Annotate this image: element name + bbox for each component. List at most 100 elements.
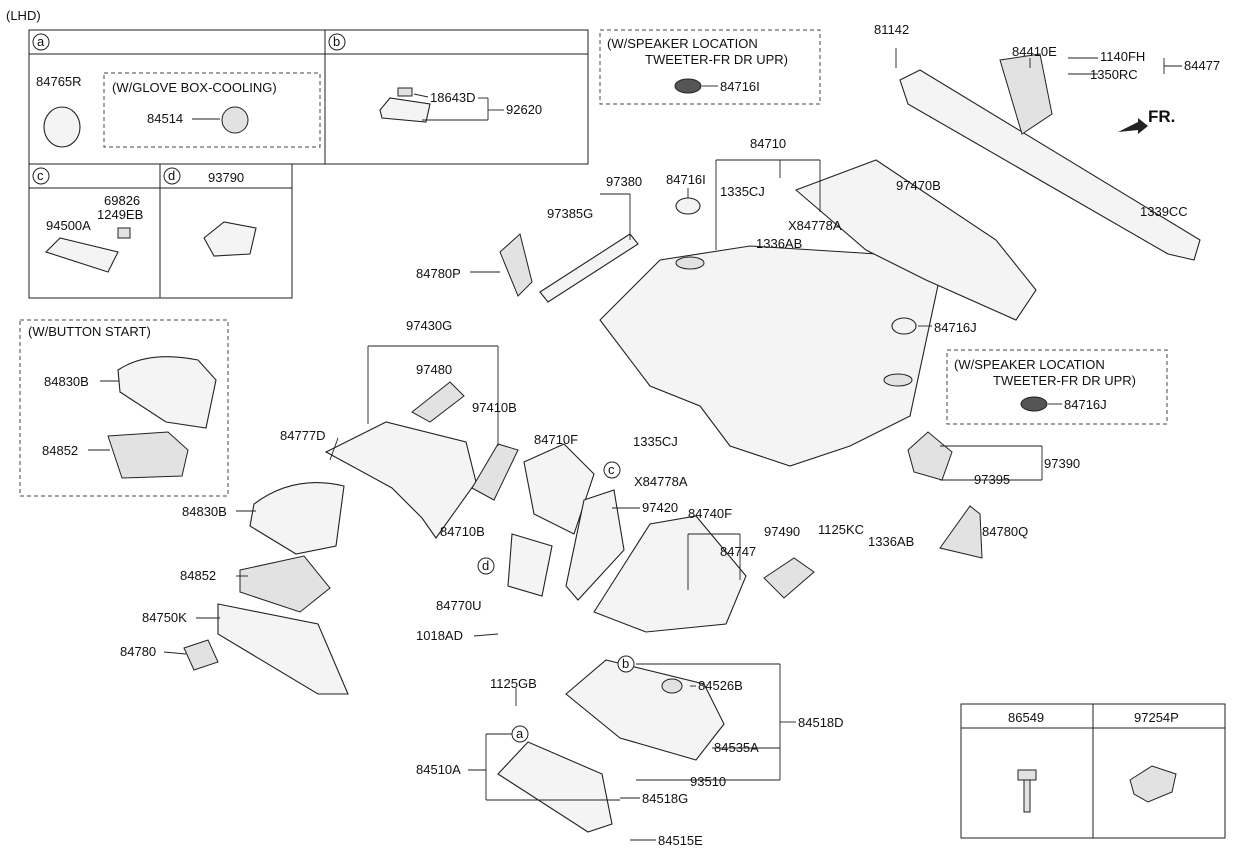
part-93790: 93790 xyxy=(208,170,244,185)
marker-c: c xyxy=(608,462,615,477)
callout-labels: 81142 84410E 1140FH 1350RC 84477 FR. 847… xyxy=(120,22,1220,848)
callout-84410E: 84410E xyxy=(1012,44,1057,59)
callout-84777D: 84777D xyxy=(280,428,326,443)
callout-84740F: 84740F xyxy=(688,506,732,521)
marker-a: a xyxy=(516,726,524,741)
box-c-letter: c xyxy=(37,168,44,183)
speaker-right-part: 84716J xyxy=(1064,397,1107,412)
callout-1125GB: 1125GB xyxy=(490,676,537,691)
fastener-97254P: 97254P xyxy=(1134,710,1179,725)
callout-84510A: 84510A xyxy=(416,762,461,777)
part-84765R: 84765R xyxy=(36,74,82,89)
hazard-switch-shape xyxy=(203,221,257,257)
fastener-86549: 86549 xyxy=(1008,710,1044,725)
side-cover-right-shape xyxy=(939,505,983,559)
cooling-vent-shape xyxy=(221,106,249,134)
cluster-hood-shape-b xyxy=(249,482,345,555)
crash-pad-shape xyxy=(599,245,941,467)
part-18643D: 18643D xyxy=(430,90,476,105)
tweeter-shape-right xyxy=(1020,396,1048,412)
callout-84780: 84780 xyxy=(120,644,156,659)
callout-81142: 81142 xyxy=(874,22,909,37)
box-b-marker xyxy=(328,33,346,51)
variant-label: (LHD) xyxy=(6,8,41,23)
steering-cover-shape-a xyxy=(107,431,189,479)
callout-97430G: 97430G xyxy=(406,318,452,333)
air-duct-shape xyxy=(794,159,1037,321)
callout-1140FH: 1140FH xyxy=(1100,49,1145,64)
speaker-grille-left xyxy=(675,256,705,270)
box-c-marker xyxy=(32,167,50,185)
callout-84747: 84747 xyxy=(720,544,756,559)
cowl-crossbar-shape xyxy=(899,69,1201,261)
side-vent-right-shape xyxy=(763,557,815,599)
button-start-box: (W/BUTTON START) 84830B 84852 xyxy=(19,319,229,497)
callout-1336AB-top: 1336AB xyxy=(756,236,802,251)
callout-1335CJ-mid: 1335CJ xyxy=(633,434,678,449)
callout-84526B: 84526B xyxy=(698,678,743,693)
callout-84750K: 84750K xyxy=(142,610,187,625)
marker-c-circle xyxy=(603,461,621,479)
fuse-cover-shape xyxy=(183,639,219,671)
callout-84518G: 84518G xyxy=(642,791,688,806)
callout-84716J: 84716J xyxy=(934,320,977,335)
callout-97410B: 97410B xyxy=(472,400,517,415)
callout-84710F: 84710F xyxy=(534,432,578,447)
callout-97480: 97480 xyxy=(416,362,452,377)
connector-shape xyxy=(117,227,131,239)
speaker-right-line1: (W/SPEAKER LOCATION xyxy=(954,357,1105,372)
speaker-top-part: 84716I xyxy=(720,79,760,94)
callout-1335CJ-top: 1335CJ xyxy=(720,184,765,199)
part-92620: 92620 xyxy=(506,102,542,117)
side-vent-left-shape xyxy=(471,443,519,501)
clip-shape xyxy=(1129,765,1177,803)
center-vent-shape xyxy=(411,381,465,423)
callout-84518D: 84518D xyxy=(798,715,844,730)
callout-84477: 84477 xyxy=(1184,58,1220,73)
callout-X84778A-top: X84778A xyxy=(788,218,842,233)
box-a-b: a b 84765R (W/GLOVE BOX-COOLING) 84514 1… xyxy=(28,29,589,165)
part-84514: 84514 xyxy=(147,111,183,126)
side-vent-shape xyxy=(907,431,953,481)
callout-X84778A-mid: X84778A xyxy=(634,474,688,489)
box-d-letter: d xyxy=(168,168,175,183)
callout-84780P: 84780P xyxy=(416,266,461,281)
button-start-title: (W/BUTTON START) xyxy=(28,324,151,339)
box-b-letter: b xyxy=(333,34,340,49)
callout-84710B: 84710B xyxy=(440,524,485,539)
glove-box-housing-shape xyxy=(565,659,725,761)
part-94500A: 94500A xyxy=(46,218,91,233)
marker-d: d xyxy=(482,558,489,573)
speaker-right-line2: TWEETER-FR DR UPR) xyxy=(993,373,1136,388)
callout-93510: 93510 xyxy=(690,774,726,789)
speaker-box-top: (W/SPEAKER LOCATION TWEETER-FR DR UPR) 8… xyxy=(599,29,821,105)
cluster-facia-shape xyxy=(324,421,477,539)
forward-arrow-icon xyxy=(1118,118,1148,134)
part-69826: 69826 xyxy=(104,193,140,208)
callout-84852: 84852 xyxy=(180,568,216,583)
callout-84770U: 84770U xyxy=(436,598,482,613)
crossbar-bracket-shape xyxy=(999,53,1053,135)
side-cover-left-shape xyxy=(499,233,533,297)
defroster-duct-shape xyxy=(539,233,639,303)
callout-84780Q: 84780Q xyxy=(982,524,1028,539)
box-c-d: c d 93790 69826 1249EB 94500A xyxy=(28,163,293,299)
fasteners-box: 86549 97254P xyxy=(960,703,1226,839)
callout-1018AD: 1018AD xyxy=(416,628,463,643)
callout-97380: 97380 xyxy=(606,174,642,189)
console-panel-shape xyxy=(593,515,747,633)
switch-panel-shape xyxy=(44,237,119,273)
callout-1339CC: 1339CC xyxy=(1140,204,1188,219)
callout-84710: 84710 xyxy=(750,136,786,151)
callout-97470B: 97470B xyxy=(896,178,941,193)
bulb-shape xyxy=(397,87,413,97)
callout-1336AB-bot: 1336AB xyxy=(868,534,914,549)
damper-shape xyxy=(661,678,683,694)
callout-97420: 97420 xyxy=(642,500,678,515)
callout-1350RC: 1350RC xyxy=(1090,67,1138,82)
callout-97385G: 97385G xyxy=(547,206,593,221)
cover-pad-shape xyxy=(43,106,81,148)
tweeter-shape-top xyxy=(674,78,702,94)
assembly-shapes xyxy=(183,53,1201,833)
part-1249EB: 1249EB xyxy=(97,207,143,222)
